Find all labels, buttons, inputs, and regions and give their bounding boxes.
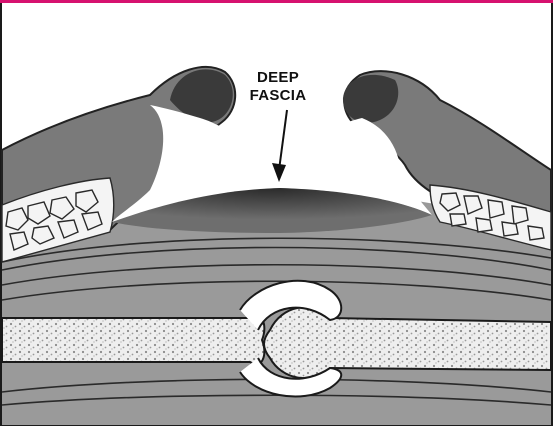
deep-fascia-label-line-1: DEEP [250, 69, 306, 86]
deep-fascia-label-line-2: FASCIA [244, 87, 312, 104]
left-bone [2, 316, 264, 364]
frame-top-accent [0, 0, 553, 3]
